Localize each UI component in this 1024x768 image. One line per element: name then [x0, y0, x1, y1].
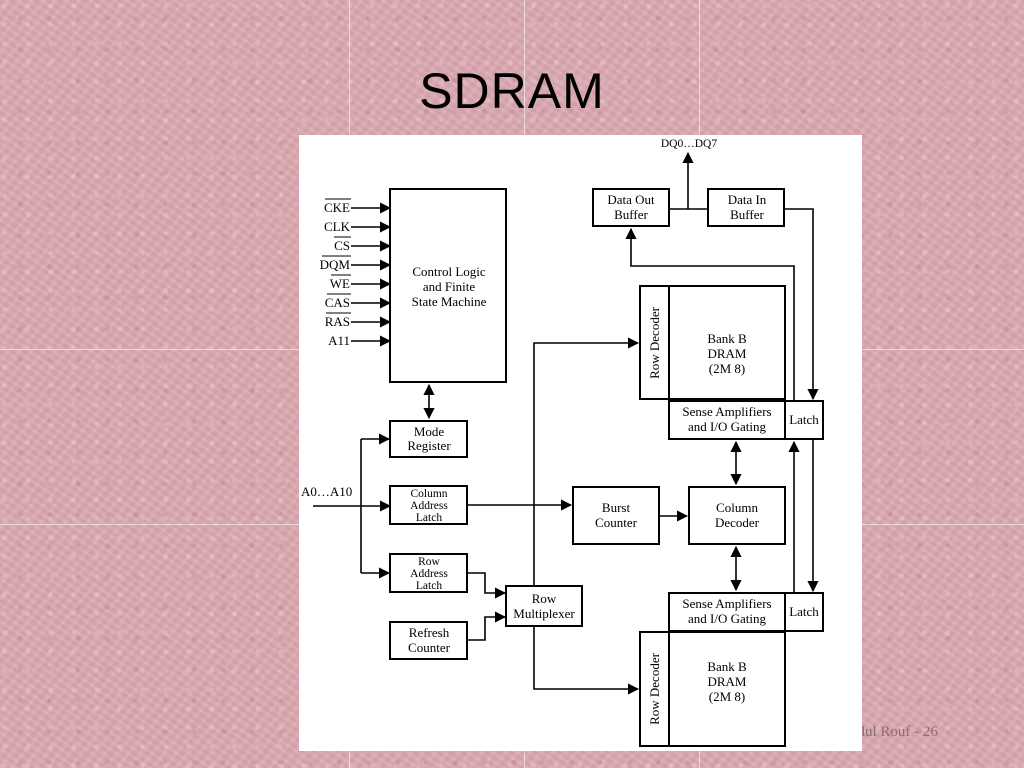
row-decoder-top-block: Row Decoder: [639, 285, 670, 400]
svg-text:Latch: Latch: [789, 604, 819, 619]
svg-text:Mode: Mode: [414, 424, 445, 439]
latch-bottom-block: Latch: [784, 592, 824, 632]
row-decoder-bottom-block: Row Decoder: [639, 631, 670, 747]
svg-text:Counter: Counter: [595, 515, 638, 530]
svg-text:Register: Register: [407, 438, 451, 453]
datain-to-latch-top-wire: [784, 208, 819, 401]
slide-title: SDRAM: [419, 63, 605, 119]
bank-bottom-block: Bank B DRAM (2M 8): [668, 631, 786, 747]
control-logic-block: Control Logic and Finite State Machine: [389, 188, 507, 383]
refresh-counter-block: Refresh Counter: [389, 621, 468, 660]
svg-text:Bank B: Bank B: [707, 331, 747, 346]
column-address-latch-block: Column Address Latch: [389, 485, 468, 525]
svg-text:Multiplexer: Multiplexer: [513, 606, 575, 621]
bank-top-block: Bank B DRAM (2M 8): [668, 285, 786, 400]
svg-text:Column: Column: [716, 500, 758, 515]
address-input-label: A0…A10: [301, 484, 352, 499]
column-decoder-block: Column Decoder: [688, 486, 786, 545]
svg-text:Data Out: Data Out: [607, 192, 655, 207]
sense-amp-top-block: Sense Amplifiers and I/O Gating: [668, 400, 786, 440]
svg-text:Column: Column: [410, 488, 447, 500]
signal-label: CLK: [324, 219, 351, 234]
signal-label: CKE: [324, 200, 350, 215]
svg-text:Sense Amplifiers: Sense Amplifiers: [682, 404, 771, 419]
svg-text:Burst: Burst: [602, 500, 631, 515]
svg-text:Latch: Latch: [416, 512, 442, 524]
svg-text:Decoder: Decoder: [715, 515, 760, 530]
svg-text:State Machine: State Machine: [412, 294, 487, 309]
svg-text:and Finite: and Finite: [423, 279, 476, 294]
svg-text:Buffer: Buffer: [730, 207, 764, 222]
svg-text:and I/O Gating: and I/O Gating: [688, 419, 766, 434]
mode-register-block: Mode Register: [389, 420, 468, 458]
svg-text:DRAM: DRAM: [707, 674, 746, 689]
slide-footer: bdul Rouf - 26: [850, 724, 938, 740]
svg-text:Bank B: Bank B: [707, 659, 747, 674]
row-address-latch-block: Row Address Latch: [389, 553, 468, 593]
svg-text:Address: Address: [410, 500, 448, 512]
sense-amp-bottom-block: Sense Amplifiers and I/O Gating: [668, 592, 786, 632]
data-bus-label: DQ0…DQ7: [661, 138, 717, 150]
svg-text:Row Decoder: Row Decoder: [647, 306, 662, 379]
svg-text:and I/O Gating: and I/O Gating: [688, 611, 766, 626]
svg-text:Latch: Latch: [416, 580, 442, 592]
data-in-buffer-block: Data In Buffer: [707, 188, 785, 227]
row-latch-to-mux-wire: [467, 572, 507, 599]
burst-counter-block: Burst Counter: [572, 486, 660, 545]
refresh-to-mux-wire: [467, 611, 507, 641]
sdram-block-diagram: CKE CLK CS DQM WE CAS RAS A11 Control Lo…: [299, 135, 862, 751]
signal-label: CS: [334, 238, 350, 253]
svg-text:Latch: Latch: [789, 412, 819, 427]
control-signals: CKE CLK CS DQM WE CAS RAS A11: [320, 198, 392, 348]
mux-to-rowdec-top-wire: [533, 337, 640, 586]
svg-text:(2M 8): (2M 8): [709, 361, 745, 376]
signal-label: DQM: [320, 257, 351, 272]
signal-label: RAS: [325, 314, 350, 329]
svg-text:Row: Row: [418, 556, 440, 568]
signal-label: CAS: [325, 295, 350, 310]
svg-text:Address: Address: [410, 568, 448, 580]
mux-to-rowdec-bottom-wire: [533, 626, 640, 695]
svg-text:Row: Row: [532, 591, 557, 606]
latch-to-dataout-wire: [625, 227, 795, 401]
svg-text:Control Logic: Control Logic: [412, 264, 486, 279]
svg-text:Counter: Counter: [408, 640, 451, 655]
latch-top-block: Latch: [784, 400, 824, 440]
signal-label: A11: [328, 333, 350, 348]
data-out-buffer-block: Data Out Buffer: [592, 188, 670, 227]
svg-text:DRAM: DRAM: [707, 346, 746, 361]
svg-text:Row Decoder: Row Decoder: [647, 652, 662, 725]
row-multiplexer-block: Row Multiplexer: [505, 585, 583, 627]
svg-text:(2M 8): (2M 8): [709, 689, 745, 704]
svg-text:Refresh: Refresh: [409, 625, 450, 640]
svg-text:Buffer: Buffer: [614, 207, 648, 222]
svg-text:Data In: Data In: [728, 192, 767, 207]
svg-text:Sense Amplifiers: Sense Amplifiers: [682, 596, 771, 611]
signal-label: WE: [330, 276, 350, 291]
